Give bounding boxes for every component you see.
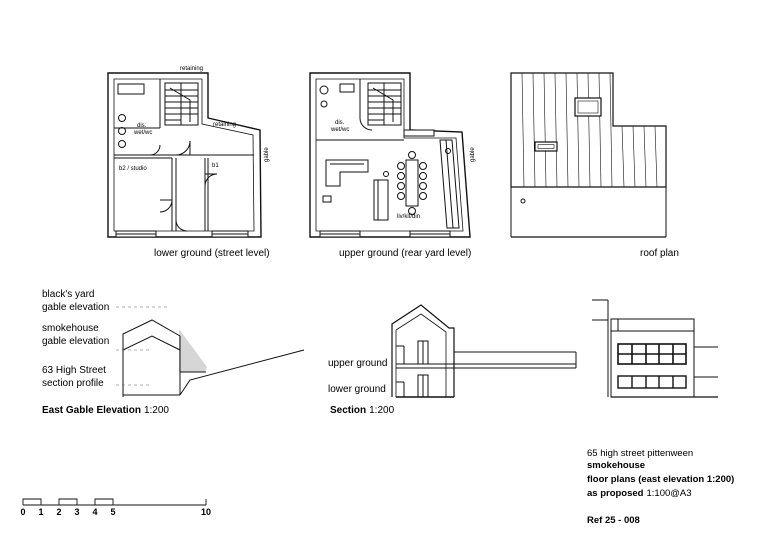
upper-wetwc-label: wet/wc xyxy=(330,127,349,133)
roof-plan-caption: roof plan xyxy=(640,248,679,259)
title-address: 65 high street pittenween xyxy=(587,448,693,459)
lower-ground-plan xyxy=(107,72,262,238)
upper-gable-note: gable xyxy=(470,147,476,162)
lower-dis-label: dis. xyxy=(137,123,147,129)
lower-gable-note: gable xyxy=(264,147,270,162)
lower-retaining-side-note: retaining xyxy=(213,122,236,128)
scale-labels: 0 1 2 3 4 5 10 xyxy=(20,507,211,517)
scale-tick-label: 10 xyxy=(201,507,211,517)
lower-wetwc-label: wet/wc xyxy=(133,130,152,136)
upper-ground-plan xyxy=(309,72,471,238)
east-label-2b: gable elevation xyxy=(42,336,109,347)
title-ref: Ref 25 - 008 xyxy=(587,515,640,526)
east-label-3a: 63 High Street xyxy=(42,365,106,376)
upper-dis-label: dis. xyxy=(335,120,345,126)
section-upper-label: upper ground xyxy=(328,358,388,369)
lower-b2-label: b2 / studio xyxy=(119,166,147,172)
scale-tick-label: 2 xyxy=(56,507,61,517)
roof-plan xyxy=(510,72,667,238)
east-label-1b: gable elevation xyxy=(42,302,109,313)
scale-tick-label: 1 xyxy=(38,507,43,517)
lower-retaining-top-note: retaining xyxy=(180,66,203,72)
upper-livkitdin-label: liv/kit/din xyxy=(397,214,420,220)
lower-ground-caption: lower ground (street level) xyxy=(154,248,270,259)
section-lower-label: lower ground xyxy=(328,384,386,395)
scale-bar xyxy=(22,498,207,506)
scale-tick-label: 4 xyxy=(92,507,97,517)
scale-tick-label: 5 xyxy=(110,507,115,517)
title-project: smokehouse xyxy=(587,460,645,471)
east-label-2a: smokehouse xyxy=(42,323,99,334)
title-drawing: floor plans (east elevation 1:200) xyxy=(587,474,734,485)
east-label-3b: section profile xyxy=(42,378,104,389)
section-drawing xyxy=(391,304,577,398)
east-elevation-drawing xyxy=(592,299,718,398)
scale-tick-label: 3 xyxy=(74,507,79,517)
east-label-1a: black's yard xyxy=(42,289,95,300)
upper-ground-caption: upper ground (rear yard level) xyxy=(339,248,471,259)
east-gable-elevation xyxy=(116,306,305,397)
scale-tick-label: 0 xyxy=(20,507,25,517)
lower-b1-label: b1 xyxy=(212,163,219,169)
